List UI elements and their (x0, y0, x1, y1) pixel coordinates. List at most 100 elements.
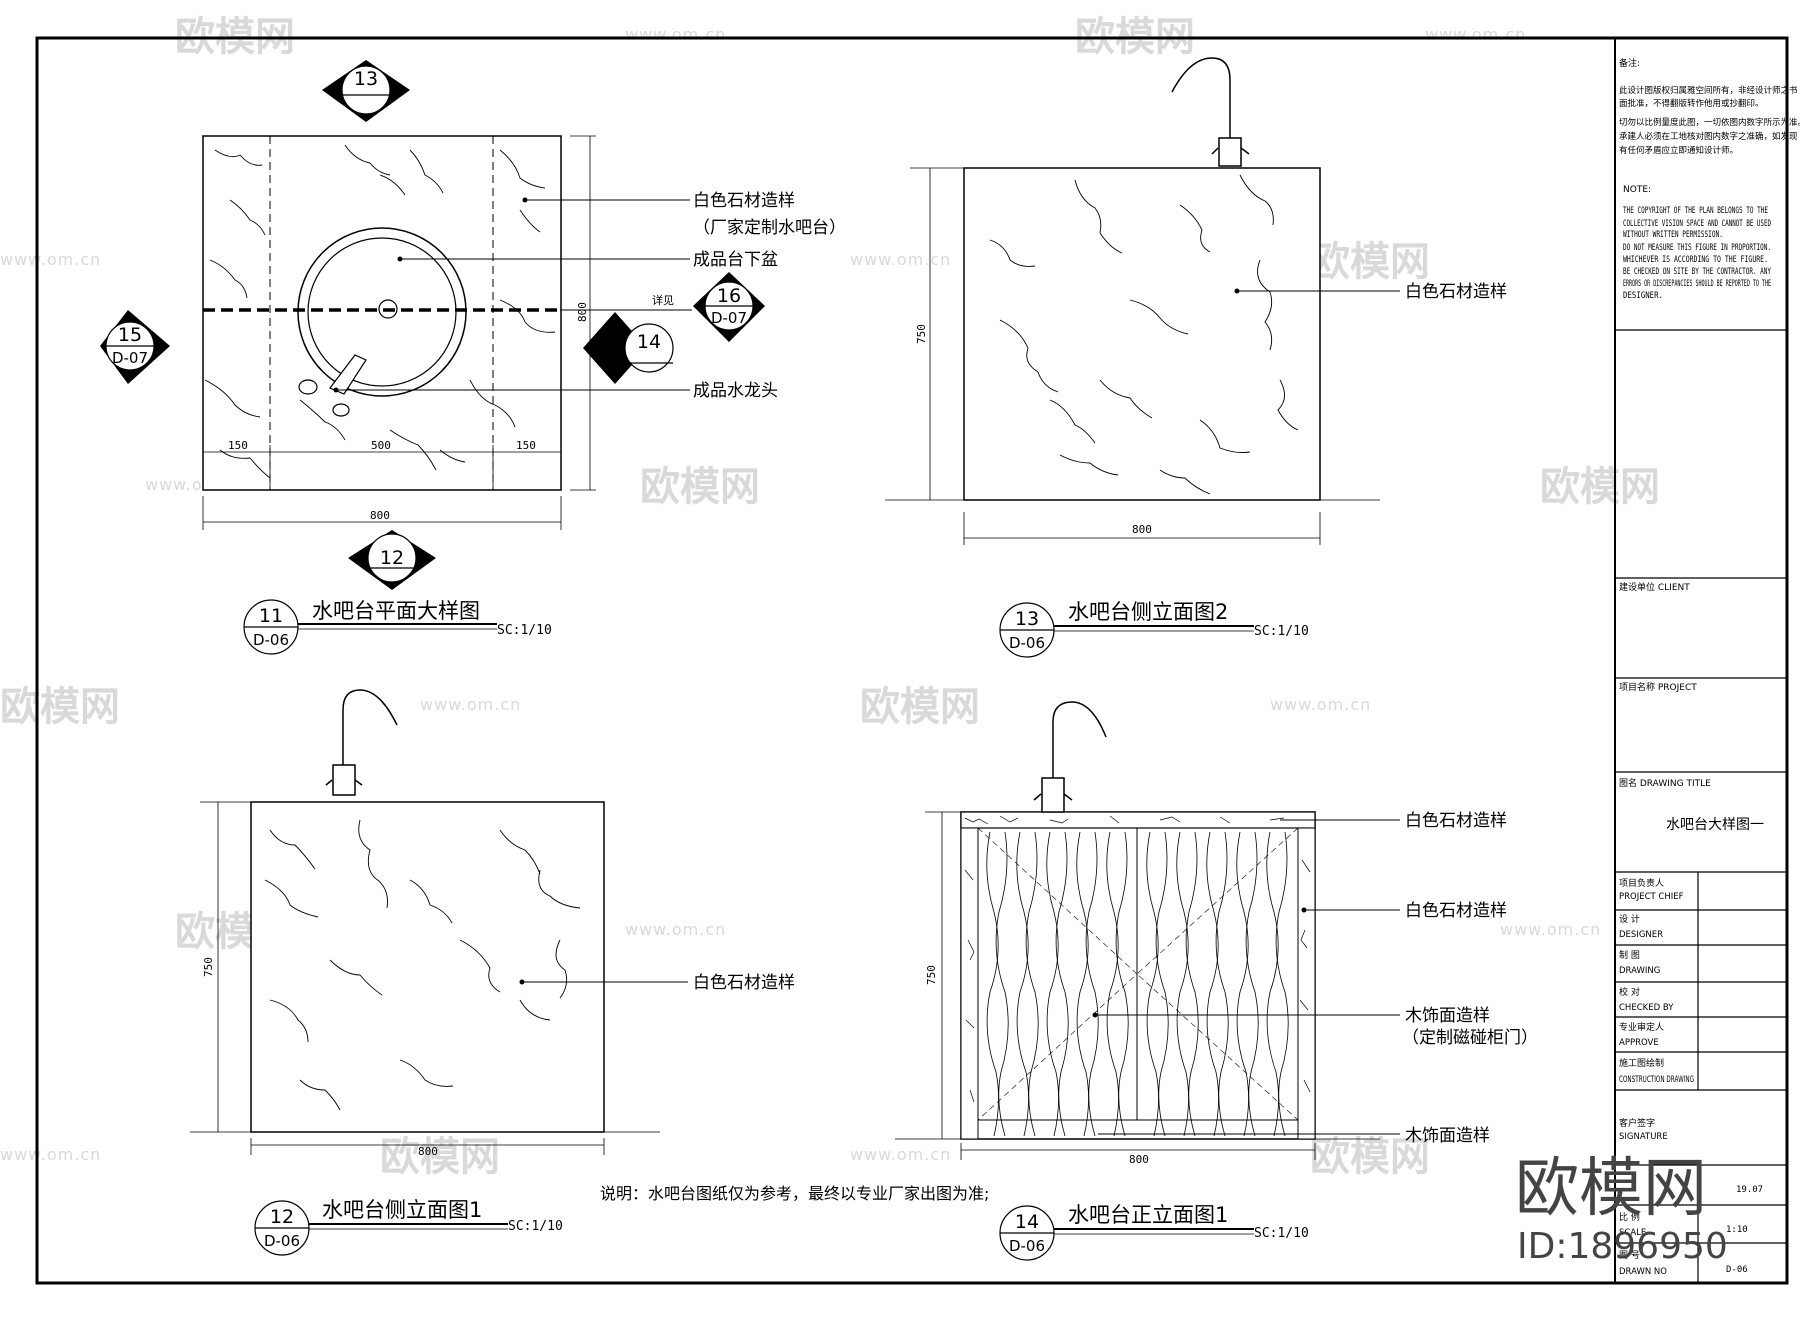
drawing-title-label: 图名 DRAWING TITLE (1619, 777, 1711, 789)
front-label-side-stone: 白色石材造样 (1405, 901, 1507, 921)
role-en: PROJECT CHIEF (1619, 892, 1684, 902)
plan-dimensions (202, 135, 596, 530)
drawing-no-label-en: DRAWN NO (1619, 1267, 1667, 1277)
leader-dot (522, 197, 528, 203)
drawing-no-label: 图 号 (1619, 1250, 1640, 1261)
front-label-wood-bottom: 木饰面造样 (1405, 1126, 1490, 1146)
view-title-11: 11 D-06 水吧台平面大样图 SC:1/10 (243, 599, 552, 655)
scale-label-en: SCALE (1619, 1228, 1646, 1238)
view-scale: SC:1/10 (497, 623, 552, 638)
front-label-wood: 木饰面造样 (1405, 1006, 1490, 1026)
watermark-url: www.om.cn (850, 250, 951, 269)
faucet-icon (325, 689, 398, 796)
plan-label-basin: 成品台下盆 (693, 250, 778, 270)
side1-dimensions (190, 801, 660, 1155)
watermark-url: www.om.cn (850, 1145, 951, 1164)
side1-label-stone: 白色石材造样 (693, 973, 795, 993)
remark-line: 有任何矛盾应立即通知设计师。 (1619, 145, 1738, 156)
faucet-plan-icon (298, 354, 367, 417)
watermark-text: 欧模网 (640, 464, 760, 510)
view-title-14: 14 D-06 水吧台正立面图1 SC:1/10 (999, 1203, 1309, 1261)
plan-view: 150 500 150 800 800 白色石材造样 （厂家定制水吧台） 成品台… (100, 60, 846, 655)
marker-number: 16 (717, 285, 741, 307)
role-en: DESIGNER (1619, 930, 1663, 940)
cabinet-outline (960, 811, 1316, 1140)
view-ref: D-06 (264, 1232, 300, 1250)
brand-badge: 欧模网 ID:1896950 (1515, 1152, 1728, 1267)
wood-grain (986, 831, 1289, 1137)
view-title-13: 13 D-06 水吧台侧立面图2 SC:1/10 (999, 600, 1309, 658)
view-number: 13 (1015, 608, 1039, 630)
marker-ref: D-07 (711, 309, 747, 327)
note-heading: NOTE: (1623, 185, 1651, 195)
remark-line: THE COPYRIGHT OF THE PLAN BELONGS TO THE (1623, 206, 1768, 216)
marble-veins (989, 174, 1299, 495)
sheet-border (35, 36, 1789, 1285)
remark-line: WHICHEVER IS ACCORDING TO THE FIGURE. (1623, 255, 1768, 265)
watermark-text: 欧模网 (1310, 1134, 1430, 1180)
front-dim-height: 750 (925, 965, 938, 985)
watermark-text: 欧模网 (1540, 464, 1660, 510)
remark-line: COLLECTIVE VISION SPACE AND CANNOT BE US… (1623, 219, 1771, 229)
side2-dimensions (885, 167, 1380, 545)
drawing-title: 水吧台大样图一 (1666, 817, 1764, 833)
marker-number: 12 (380, 547, 404, 569)
view-title-12: 12 D-06 水吧台侧立面图1 SC:1/10 (254, 1198, 563, 1256)
client-label: 建设单位 CLIENT (1619, 581, 1690, 593)
watermark-url: www.om.cn (1425, 25, 1526, 44)
plan-label-stone: 白色石材造样 (693, 191, 795, 211)
remark-line: DO NOT MEASURE THIS FIGURE IN PROPORTION… (1623, 243, 1771, 253)
watermark-url: www.om.cn (0, 1145, 101, 1164)
watermark-text: 欧模网 (860, 684, 980, 730)
plan-leaders (336, 199, 692, 391)
elevation-marker-right: 14 (583, 312, 674, 384)
role-en: CHECKED BY (1619, 1003, 1674, 1013)
brand-name: 欧模网 (1515, 1152, 1707, 1226)
front-leaders (1095, 819, 1400, 1135)
view-number: 11 (259, 605, 283, 627)
front-label-top-stone: 白色石材造样 (1405, 811, 1507, 831)
side2-label-stone: 白色石材造样 (1405, 282, 1507, 302)
watermark-url: www.om.cn (1270, 695, 1371, 714)
role-cn: 项目负责人 (1619, 877, 1664, 889)
view-number: 12 (270, 1206, 294, 1228)
remark-line: 承建人必须在工地核对图内数字之准确，如发现 (1619, 131, 1798, 142)
faucet-icon (1033, 701, 1107, 813)
leader-dot (1234, 288, 1240, 294)
watermark-url: www.om.cn (625, 25, 726, 44)
watermark-url: www.om.cn (625, 920, 726, 939)
role-en: CONSTRUCTION DRAWING (1619, 1075, 1694, 1085)
watermark-url: www.om.cn (1500, 920, 1601, 939)
remark-line: BE CHECKED ON SITE BY THE CONTRACTOR. AN… (1623, 267, 1771, 277)
plan-dim-total: 800 (370, 509, 390, 522)
marble-veins (204, 144, 556, 479)
stone-side-right (1297, 827, 1316, 1140)
side2-dim-width: 800 (1132, 523, 1152, 536)
front-label-wood-sub: （定制磁碰柜门） (1402, 1028, 1538, 1048)
plan-dim-height: 800 (576, 302, 589, 322)
watermark-text: 欧模网 (380, 1134, 500, 1180)
plan-dim-left: 150 (228, 439, 248, 452)
remarks-en: THE COPYRIGHT OF THE PLAN BELONGS TO THE… (1623, 206, 1771, 301)
leader-dot (397, 256, 403, 262)
front-elevation: 750 800 白色石材造样 白色石材造样 木饰面造样 （定制磁碰柜门） 木饰面… (895, 701, 1538, 1261)
side-elevation-1: 750 800 白色石材造样 12 D-06 水吧台侧立面图1 SC:1/10 (190, 689, 795, 1256)
brand-id: ID:1896950 (1517, 1226, 1728, 1267)
stone-texture (964, 815, 1311, 1103)
leader-dot (1301, 907, 1307, 913)
remark-line: DESIGNER. (1623, 291, 1663, 301)
view-title: 水吧台正立面图1 (1068, 1203, 1228, 1227)
view-scale: SC:1/10 (1254, 624, 1309, 639)
plan-dim-mid: 500 (371, 439, 391, 452)
detail-marker: 16 D-07 (693, 272, 765, 342)
door-swing-lines (977, 827, 1299, 1121)
leader-dot (519, 979, 525, 985)
remark-line: 切勿以比例量度此图，一切依图内数字所示为准。 (1619, 117, 1800, 128)
role-cn: 设 计 (1619, 913, 1640, 925)
side1-dim-height: 750 (202, 957, 215, 977)
watermark-text: 欧模网 (1310, 239, 1430, 285)
role-cn: 专业审定人 (1619, 1021, 1664, 1033)
remark-line: WITHOUT WRITTEN PERMISSION. (1623, 230, 1723, 240)
plan-label-detail: 详见 (652, 293, 674, 307)
